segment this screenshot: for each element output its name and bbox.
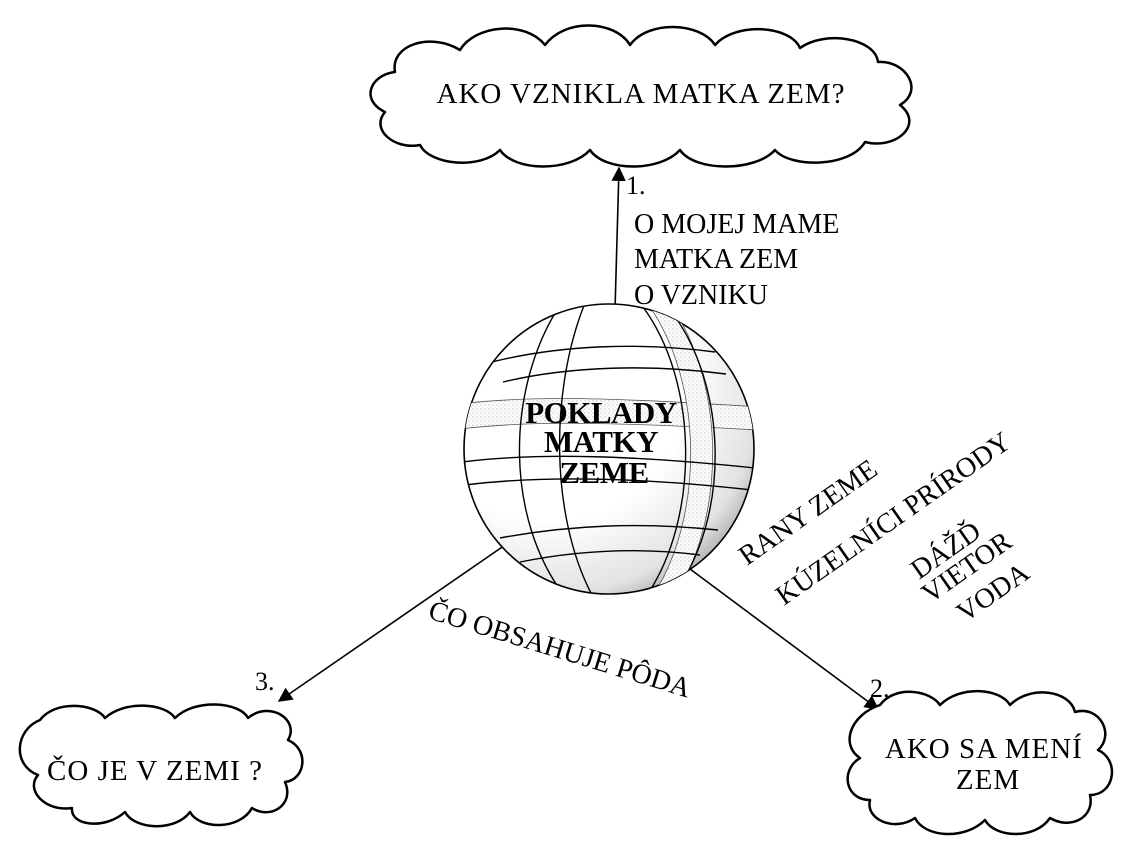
branch-top-text: O MOJEJ MAME MATKA ZEM O VZNIKU <box>634 209 846 311</box>
cloud-left <box>18 703 304 828</box>
connector-to-top <box>611 166 626 311</box>
node-number-1: 1. <box>626 171 646 200</box>
branch-left-text: ČO OBSAHUJE PÔDA <box>425 595 695 704</box>
cloud-right-label: AKO SA MENÍ ZEM <box>885 732 1091 796</box>
cloud-right <box>846 689 1114 836</box>
node-number-2: 2. <box>870 674 890 703</box>
connector-to-right <box>685 565 880 710</box>
cloud-left-label: ČO JE V ZEMI ? <box>47 754 263 787</box>
center-title: POKLADY MATKY ZEME <box>525 395 683 490</box>
cloud-top <box>369 24 913 168</box>
globe-icon <box>463 303 755 595</box>
node-number-3: 3. <box>255 667 275 696</box>
cloud-top-label: AKO VZNIKLA MATKA ZEM? <box>437 78 846 110</box>
connector-to-left <box>277 542 509 702</box>
